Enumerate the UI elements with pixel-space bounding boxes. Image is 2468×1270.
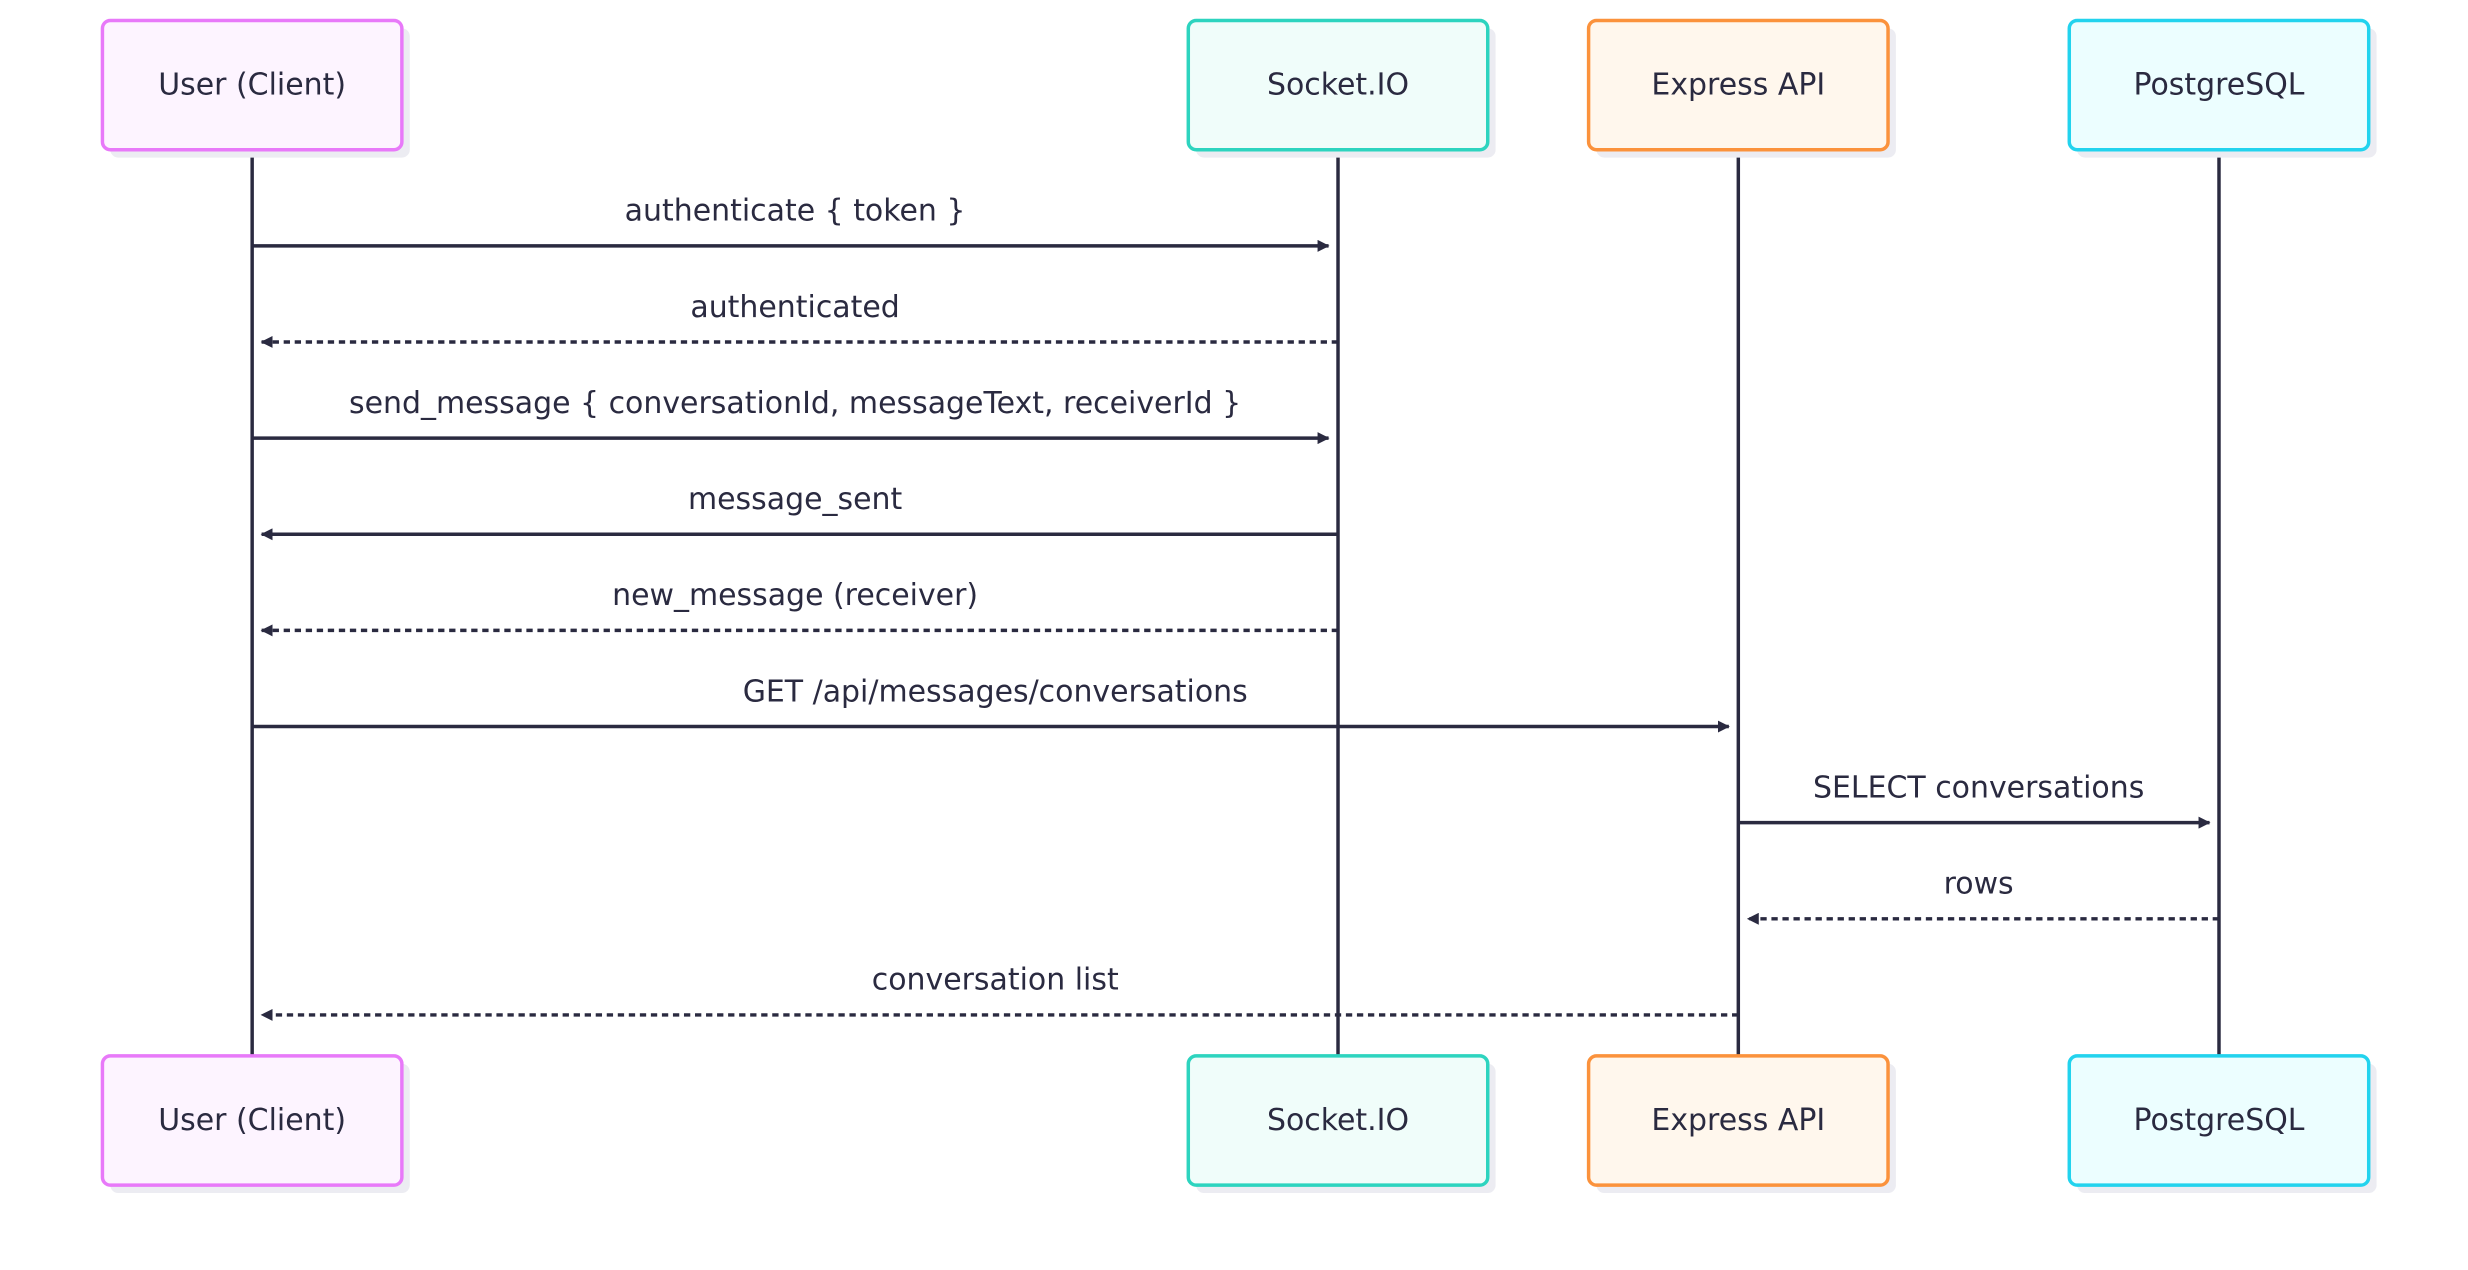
message-2: authenticated	[260, 290, 1339, 348]
message-1: authenticate { token }	[252, 194, 1330, 252]
participants: User (Client) User (Client) Socket.IO Socke…	[100, 18, 2377, 1194]
participant-label: Express API	[1651, 68, 1825, 103]
participant-user-bottom: User (Client)	[100, 1054, 410, 1194]
participant-postgres-bottom: PostgreSQL	[2067, 1054, 2377, 1194]
message-label: new_message (receiver)	[612, 578, 978, 613]
participant-label: User (Client)	[158, 68, 346, 103]
message-3: send_message { conversationId, messageTe…	[252, 386, 1330, 445]
message-label: GET /api/messages/conversations	[743, 674, 1248, 709]
message-label: message_sent	[688, 482, 903, 517]
participant-box	[1186, 1054, 1490, 1187]
message-6: GET /api/messages/conversations	[252, 674, 1730, 733]
participant-socket-top: Socket.IO	[1186, 18, 1496, 158]
participant-label: Socket.IO	[1267, 1103, 1409, 1138]
message-5: new_message (receiver)	[260, 578, 1339, 637]
participant-box	[1586, 1054, 1890, 1187]
message-label: SELECT conversations	[1813, 770, 2144, 805]
participant-box	[1586, 18, 1890, 152]
message-label: rows	[1944, 867, 2014, 902]
participant-label: User (Client)	[158, 1103, 346, 1138]
message-label: authenticate { token }	[625, 194, 966, 229]
participant-label: PostgreSQL	[2134, 1103, 2305, 1138]
participant-box	[100, 1054, 404, 1187]
participant-label: Express API	[1651, 1103, 1825, 1138]
participant-express-bottom: Express API	[1586, 1054, 1896, 1194]
message-4: message_sent	[260, 482, 1339, 541]
message-9: conversation list	[260, 963, 1739, 1021]
message-8: rows	[1746, 867, 2219, 925]
participant-postgres-top: PostgreSQL	[2067, 18, 2377, 158]
participant-user-top: User (Client)	[100, 18, 410, 158]
participant-box	[2067, 1054, 2371, 1187]
message-label: authenticated	[690, 290, 899, 325]
message-7: SELECT conversations	[1738, 770, 2211, 829]
participant-label: PostgreSQL	[2134, 68, 2305, 103]
participant-label: Socket.IO	[1267, 68, 1409, 103]
message-label: send_message { conversationId, messageTe…	[349, 386, 1241, 421]
participant-box	[2067, 18, 2371, 152]
participant-express-top: Express API	[1586, 18, 1896, 158]
messages: authenticate { token } authenticated send_…	[252, 194, 2219, 1021]
lifelines	[250, 149, 2221, 1056]
participant-box	[100, 18, 404, 152]
message-label: conversation list	[872, 963, 1119, 998]
participant-box	[1186, 18, 1490, 152]
participant-socket-bottom: Socket.IO	[1186, 1054, 1496, 1194]
